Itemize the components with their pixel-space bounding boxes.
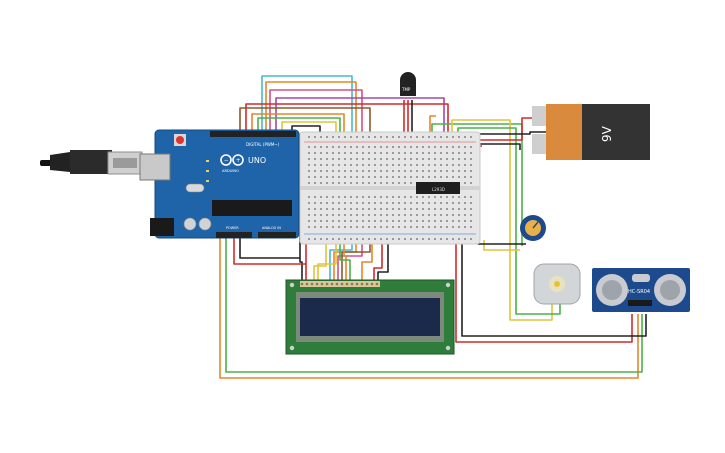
potentiometer-knob-icon[interactable] — [520, 215, 546, 241]
breadboard[interactable] — [299, 131, 481, 245]
wire-yellow-pot[interactable] — [483, 240, 520, 251]
digital-header[interactable] — [210, 131, 296, 137]
ultrasonic-sensor[interactable]: HC-SR04 — [592, 268, 690, 312]
analog-header-label: ANALOG IN — [262, 226, 281, 230]
wire-yellow-chip-in[interactable] — [451, 119, 553, 321]
arduino-brand: ARDUINO — [222, 169, 239, 173]
temp-sensor[interactable]: TMP — [400, 72, 416, 96]
digital-header-label: DIGITAL (PWM~) — [246, 142, 280, 147]
wire-orange-trig[interactable] — [219, 238, 639, 379]
svg-text:+: + — [236, 157, 241, 164]
dc-motor-icon[interactable] — [533, 263, 581, 305]
analog-header[interactable] — [258, 232, 296, 238]
driver-chip-label: L293D — [432, 187, 445, 192]
ultrasonic-label: HC-SR04 — [628, 289, 650, 295]
wire-black-gnd[interactable] — [239, 238, 300, 259]
lcd-display[interactable] — [285, 279, 455, 355]
power-header[interactable] — [216, 232, 252, 238]
reset-button-icon[interactable] — [174, 134, 186, 146]
svg-text:−: − — [224, 157, 229, 164]
arduino-uno[interactable]: DIGITAL (PWM~) − + UNO ARDUINO POWER ANA… — [139, 129, 300, 239]
wire-red-d9[interactable] — [245, 103, 449, 150]
lcd-pin-header — [300, 282, 379, 286]
arduino-logo: − + — [220, 154, 244, 166]
wire-purple-d10[interactable] — [275, 97, 445, 146]
wire-red-lcd-bl[interactable] — [373, 236, 383, 282]
arduino-model: UNO — [248, 156, 266, 165]
power-header-label: POWER — [226, 226, 239, 230]
wire-black-pot[interactable] — [477, 240, 526, 245]
wire-black-lcd-k[interactable] — [377, 236, 389, 282]
wire-green-echo[interactable] — [225, 238, 643, 373]
usb-plug-icon[interactable] — [40, 150, 143, 175]
wire-orange-lcd[interactable] — [361, 236, 373, 282]
wire-black-lcd-gnd[interactable] — [299, 234, 303, 282]
wire-red-5v[interactable] — [233, 238, 306, 265]
wire-black-sensor-gnd[interactable] — [461, 236, 647, 337]
wire-red-sensor-vcc[interactable] — [455, 236, 633, 343]
battery-label: 9V — [600, 125, 614, 142]
atmega-chip — [212, 200, 292, 216]
battery-9v[interactable]: 9V — [532, 104, 650, 160]
driver-chip[interactable]: L293D — [416, 182, 460, 194]
temp-sensor-label: TMP — [401, 87, 411, 92]
wire-yellow-lcd[interactable] — [313, 234, 327, 282]
